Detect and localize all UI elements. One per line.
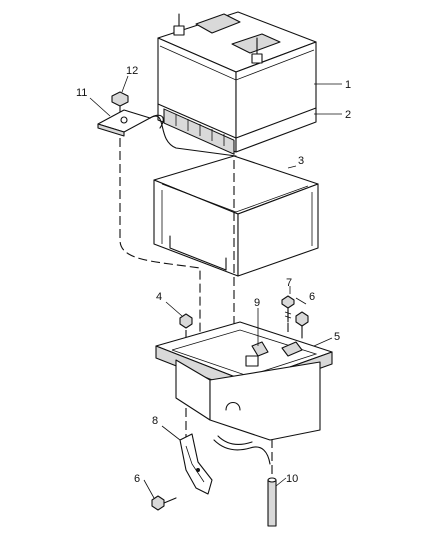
hold-down-nut bbox=[111, 91, 129, 113]
hold-down-clamp bbox=[97, 109, 164, 137]
bolt-6-upper bbox=[295, 311, 309, 339]
battery-insulator bbox=[153, 155, 319, 277]
battery-base-ribs bbox=[175, 114, 225, 146]
callout-11: 11 bbox=[76, 87, 87, 99]
callout-8: 8 bbox=[152, 415, 158, 427]
battery bbox=[157, 11, 317, 155]
leader-lines bbox=[89, 75, 342, 499]
hold-down-rod bbox=[149, 115, 237, 157]
callout-10: 10 bbox=[286, 473, 298, 485]
callout-7: 7 bbox=[286, 277, 292, 289]
callout-1: 1 bbox=[345, 79, 351, 91]
bolt-7 bbox=[281, 295, 295, 323]
nut-4 bbox=[179, 313, 193, 329]
callout-12: 12 bbox=[126, 65, 138, 77]
battery-tray bbox=[155, 321, 333, 465]
callout-2: 2 bbox=[345, 109, 351, 121]
drain-tube bbox=[267, 477, 277, 527]
bolt-6-lower bbox=[151, 495, 177, 511]
callout-6-upper: 6 bbox=[309, 291, 315, 303]
tray-support-bracket bbox=[179, 433, 213, 495]
callout-5: 5 bbox=[334, 331, 340, 343]
callout-3: 3 bbox=[298, 155, 304, 167]
callout-6-lower: 6 bbox=[134, 473, 140, 485]
callout-4: 4 bbox=[156, 291, 162, 303]
callout-9: 9 bbox=[254, 297, 260, 309]
